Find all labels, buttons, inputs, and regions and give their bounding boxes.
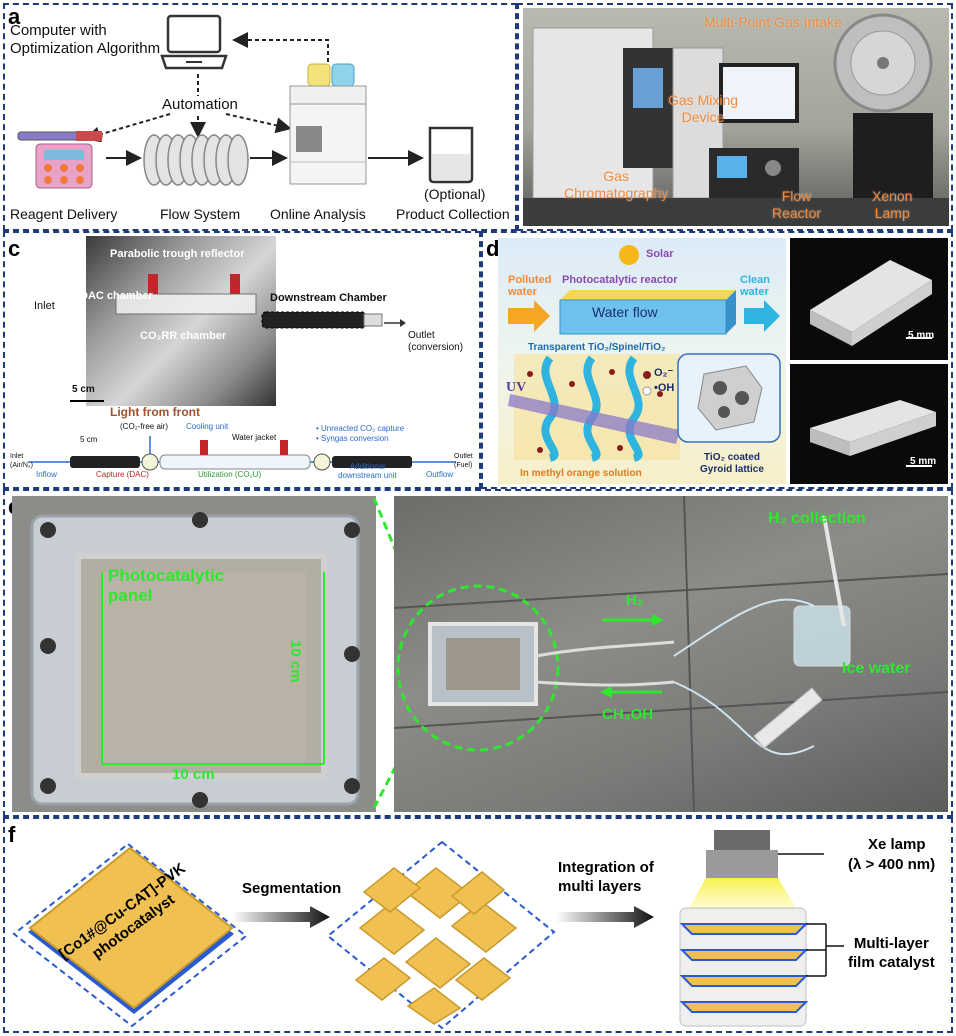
- ice-water-label: Ice water: [842, 660, 911, 677]
- syringe-pump-icon: [17, 131, 103, 189]
- multilayer-reactor: [679, 830, 824, 1027]
- transparent-label: Transparent TiO₂/Spinel/TiO₂: [528, 342, 666, 353]
- dac-label: DAC chamber: [80, 290, 153, 302]
- util-label: Utilization (CO₂U): [198, 470, 262, 479]
- h2-collection-label: H₂ collection: [768, 510, 866, 527]
- flow-coil-icon: [143, 134, 249, 186]
- c-scalebar: [70, 400, 104, 402]
- polluted-label: Polluted water: [508, 274, 552, 298]
- multilayer-bracket: [806, 923, 844, 977]
- reflector-photo: [86, 236, 276, 406]
- c-scale-label: 5 cm: [72, 384, 95, 395]
- d-scale-label: 5 cm: [80, 435, 98, 444]
- light-label: Light from front: [110, 405, 200, 419]
- computer-label: Computer with Optimization Algorithm: [10, 22, 161, 57]
- downstream-label: Downstream Chamber: [270, 292, 387, 304]
- capture-label: Capture (DAC): [96, 470, 149, 479]
- reactor-box: [508, 290, 780, 335]
- jacket-label: Water jacket: [232, 433, 277, 442]
- unreacted-label: • Unreacted CO₂ capture: [316, 424, 405, 433]
- segmentation-arrow: [232, 906, 330, 928]
- panel-a-frame: [3, 3, 517, 231]
- c-outlet-label: Outlet (conversion): [408, 330, 464, 353]
- segmented-tiles: [326, 840, 556, 1030]
- co2free-label: (CO₂-free air): [120, 422, 168, 431]
- dim-horizontal-label: 10 cm: [172, 766, 215, 783]
- oh-label: •OH: [654, 382, 675, 394]
- d-outlet-label: Outlet (Fuel): [454, 453, 473, 469]
- integration-arrow: [556, 906, 654, 928]
- ch3oh-arrow: [600, 686, 662, 698]
- multilayer-label: Multi-layer film catalyst: [848, 935, 935, 971]
- panel-e-frame: [3, 489, 953, 817]
- sun-icon: [619, 245, 639, 265]
- beaker-icon: [428, 126, 474, 184]
- oh-dot: [642, 386, 652, 396]
- waterflow-label: Water flow: [592, 304, 658, 320]
- panel-b-frame: [517, 3, 953, 231]
- multipoint-label: Multi-Point Gas Intake: [704, 14, 842, 30]
- dim-vertical-label: 10 cm: [287, 640, 304, 683]
- integration-label: Integration of multi layers: [558, 859, 654, 895]
- online-label: Online Analysis: [270, 206, 366, 222]
- reactor-label: Photocatalytic reactor: [562, 274, 678, 286]
- lattice-photo-bottom: [790, 364, 948, 484]
- segmentation-label: Segmentation: [242, 880, 342, 897]
- ch3oh-label: CH₃OH: [602, 706, 654, 723]
- tio2-label: TiO₂ coated Gyroid lattice: [700, 452, 764, 475]
- o2-label: O₂⁻: [654, 367, 674, 379]
- clean-label: Clean water: [740, 274, 770, 298]
- flow-label: Flow System: [160, 206, 241, 222]
- scale1-label: 5 mm: [908, 330, 935, 341]
- panel-c-label: c: [8, 236, 21, 261]
- inflow-label: Inflow: [36, 470, 57, 479]
- gyroid-lattice-icon: [677, 353, 781, 443]
- lattice-photo-top: [790, 238, 948, 360]
- laptop-icon: [160, 14, 228, 70]
- uv-waves: [508, 354, 680, 462]
- dac-schematic: [28, 436, 456, 471]
- parabolic-label: Parabolic trough reflector: [110, 248, 245, 260]
- outlet-arrow: [384, 319, 406, 327]
- panel-d-frame: [481, 231, 953, 489]
- photocatalytic-panel-label: Photocatalytic panel: [108, 566, 225, 605]
- optional-label: (Optional): [424, 186, 486, 202]
- o2-dot: [643, 371, 651, 379]
- outflow-label: Outflow: [426, 470, 454, 479]
- gc-label: Gas Chromatography: [564, 168, 669, 201]
- panel-d-label: d: [486, 236, 500, 261]
- h2-arrow: [602, 614, 664, 626]
- uv-label: UV: [506, 380, 527, 395]
- panel-closeup-photo: [12, 496, 376, 812]
- automation-label: Automation: [162, 96, 238, 113]
- lab-setup-photo: [523, 8, 949, 226]
- panel-f-label: f: [8, 822, 16, 847]
- panel-f-frame: [3, 817, 953, 1033]
- catalyst-tile: [12, 842, 248, 1028]
- methyl-label: In methyl orange solution: [520, 468, 642, 479]
- c-inlet-label: Inlet: [34, 300, 55, 312]
- gasmix-label: Gas Mixing Device: [668, 92, 739, 125]
- d-inlet-label: Inlet (Air/N₂): [10, 453, 33, 469]
- co2rr-label: CO₂RR chamber: [140, 330, 227, 342]
- solar-label: Solar: [646, 248, 674, 260]
- outdoor-setup-photo: [394, 496, 948, 812]
- xenon-label: Xenon Lamp: [872, 188, 913, 221]
- panel-a-label: a: [8, 4, 21, 29]
- h2-label: H₂: [626, 592, 644, 609]
- cooling-label: Cooling unit: [186, 422, 229, 431]
- downstream-tube: [261, 311, 383, 329]
- syngas-label: • Syngas conversion: [316, 434, 389, 443]
- reagent-label: Reagent Delivery: [10, 206, 118, 222]
- product-label: Product Collection: [396, 206, 510, 222]
- flowreactor-label: Flow Reactor: [772, 188, 822, 221]
- lambda-label: (λ > 400 nm): [848, 856, 936, 873]
- xelamp-label: Xe lamp: [868, 836, 926, 853]
- additional-label: Additional downstream unit: [338, 462, 397, 480]
- scale2-label: 5 mm: [910, 456, 937, 467]
- panel-c-frame: [3, 231, 481, 489]
- analyzer-icon: [289, 63, 367, 185]
